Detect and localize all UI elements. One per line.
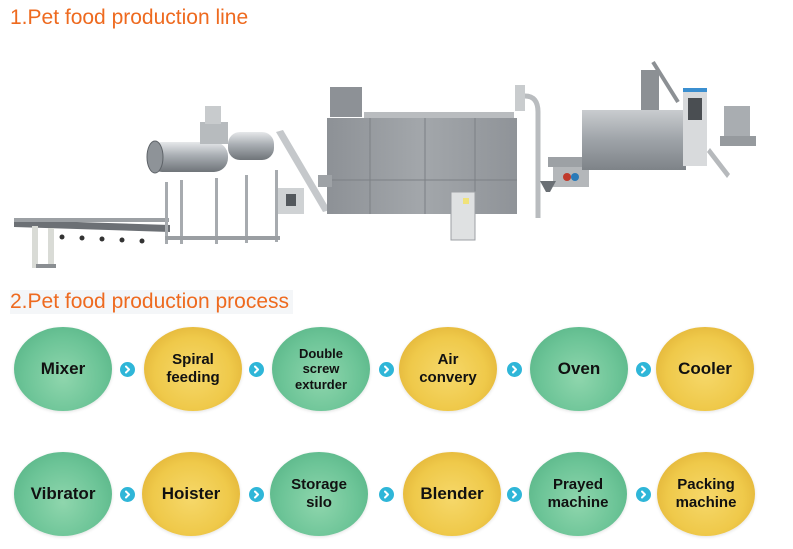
- dryer-oven: [318, 85, 541, 241]
- chevron-right-circle-icon: [636, 487, 651, 502]
- chevron-right-circle-icon: [379, 487, 394, 502]
- production-line-image: [14, 60, 756, 268]
- process-step-label: Storage silo: [291, 476, 347, 511]
- process-step-label: Vibrator: [30, 483, 96, 503]
- section-title-production-process: 2.Pet food production process: [10, 290, 294, 314]
- chevron-right-circle-icon: [120, 487, 135, 502]
- process-step-storage-silo: Storage silo: [270, 452, 368, 536]
- twin-screw-extruder: [540, 60, 756, 192]
- process-step-label: Oven: [557, 358, 601, 378]
- process-step-air-convery: Air convery: [399, 327, 497, 411]
- process-step-double-screw-exturder: Double screw exturder: [272, 327, 370, 411]
- process-step-hoister: Hoister: [142, 452, 240, 536]
- chevron-right-circle-icon: [249, 362, 264, 377]
- chevron-right-circle-icon: [507, 362, 522, 377]
- chevron-right-circle-icon: [636, 362, 651, 377]
- process-step-blender: Blender: [403, 452, 501, 536]
- process-step-label: Air convery: [419, 351, 477, 386]
- process-step-mixer: Mixer: [14, 327, 112, 411]
- process-step-label: Packing machine: [675, 476, 737, 511]
- chevron-right-circle-icon: [249, 487, 264, 502]
- process-step-label: Spiral feeding: [166, 351, 220, 386]
- section-title-production-line: 1.Pet food production line: [10, 6, 249, 29]
- process-step-label: Cooler: [678, 358, 732, 378]
- flavoring-drum: [146, 106, 330, 244]
- conveyor-belt: [14, 218, 170, 268]
- chevron-right-circle-icon: [507, 487, 522, 502]
- process-step-label: Double screw exturder: [294, 345, 348, 392]
- process-step-packing-machine: Packing machine: [657, 452, 755, 536]
- process-step-cooler: Cooler: [656, 327, 754, 411]
- process-step-label: Mixer: [40, 358, 86, 378]
- chevron-right-circle-icon: [379, 362, 394, 377]
- process-step-prayed-machine: Prayed machine: [529, 452, 627, 536]
- process-step-vibrator: Vibrator: [14, 452, 112, 536]
- process-step-spiral-feeding: Spiral feeding: [144, 327, 242, 411]
- chevron-right-circle-icon: [120, 362, 135, 377]
- process-step-label: Blender: [420, 483, 484, 503]
- process-step-oven: Oven: [530, 327, 628, 411]
- process-step-label: Hoister: [161, 483, 221, 503]
- process-step-label: Prayed machine: [547, 476, 609, 511]
